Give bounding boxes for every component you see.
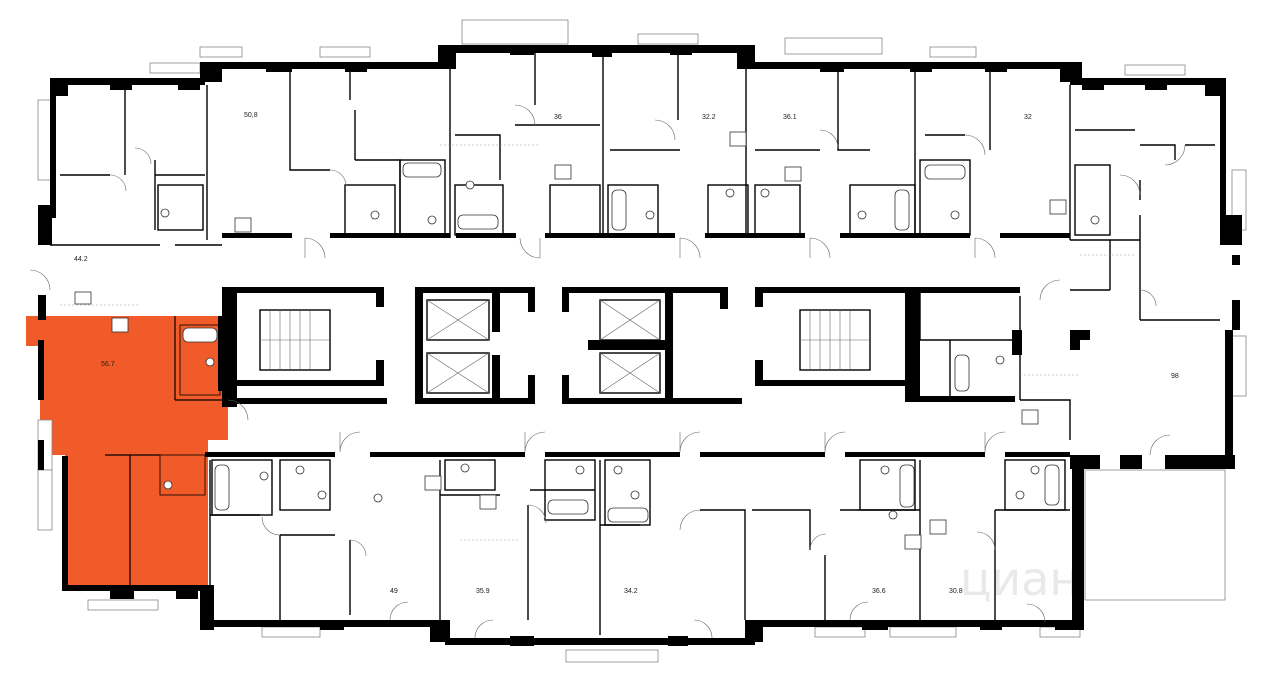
area-label-30-8: 30.8: [949, 588, 963, 595]
dashed-boundaries: [60, 144, 1135, 541]
area-label-36-6: 36.6: [872, 588, 886, 595]
area-label-34-2: 34.2: [624, 588, 638, 595]
highlighted-apartment[interactable]: [26, 316, 228, 585]
interior-walls: [50, 53, 1220, 635]
staircases: [259, 309, 871, 371]
balconies: [37, 19, 1247, 663]
area-label-56-7: 56.7: [101, 361, 115, 368]
watermark: циан: [960, 552, 1079, 606]
area-label-36: 36: [554, 114, 562, 121]
elevators: [426, 299, 668, 394]
area-label-44-2: 44.2: [74, 256, 88, 263]
area-label-49: 49: [390, 588, 398, 595]
area-label-98: 98: [1171, 373, 1179, 380]
fixtures: [74, 131, 1100, 550]
area-label-32-2: 32.2: [702, 114, 716, 121]
area-label-32: 32: [1024, 114, 1032, 121]
area-label-35-9: 35.9: [476, 588, 490, 595]
area-label-36-1: 36.1: [783, 114, 797, 121]
area-label-50-8: 50,8: [244, 112, 258, 119]
doors: [29, 104, 1186, 639]
area-labels: 50,8 36 32.2 36.1 32 44.2 56.7 98 49 35.…: [74, 112, 1179, 595]
exterior-walls: [38, 45, 1242, 646]
